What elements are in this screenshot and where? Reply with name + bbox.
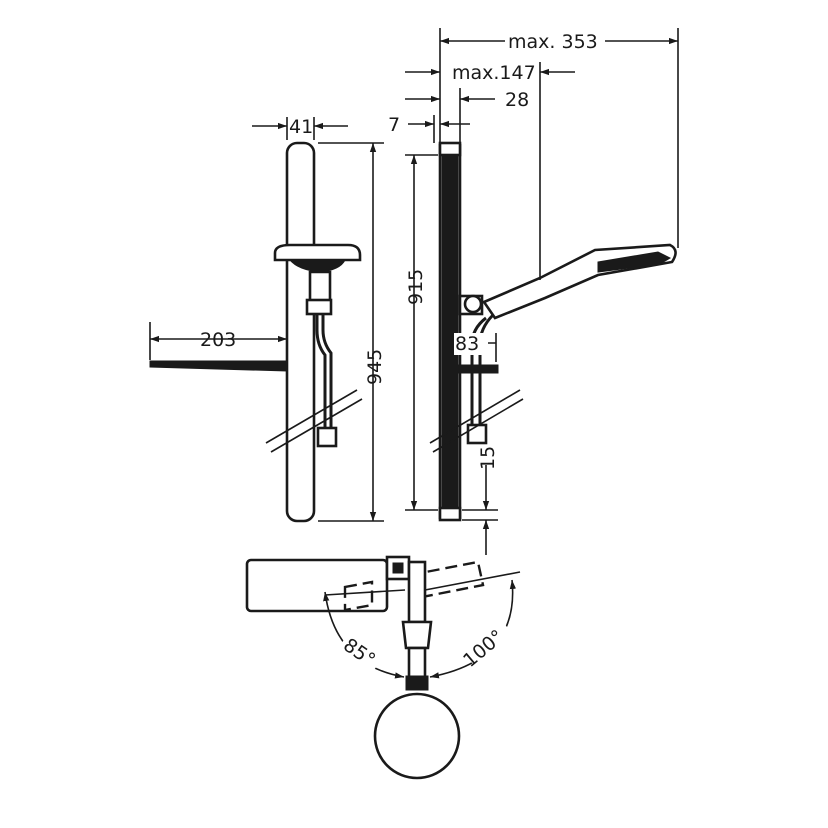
side-shelf xyxy=(445,364,499,374)
top-arm xyxy=(407,560,427,624)
dim-7: 7 xyxy=(388,114,400,136)
dim-28: 28 xyxy=(505,89,529,111)
front-shelf xyxy=(149,360,288,372)
dim-203: 203 xyxy=(200,329,236,351)
top-view: 85° 100° xyxy=(245,555,521,780)
top-head xyxy=(373,692,461,780)
front-hose xyxy=(315,314,327,428)
dim-915: 915 xyxy=(405,269,427,305)
side-view: max. 353 max.147 28 7 915 83 15 xyxy=(388,28,679,555)
dim-15: 15 xyxy=(477,446,499,470)
dim-41: 41 xyxy=(289,116,313,138)
front-view: 41 203 945 xyxy=(149,116,386,523)
dim-945: 945 xyxy=(364,349,386,385)
front-showerhead xyxy=(273,243,362,262)
dim-max-147: max.147 xyxy=(452,62,536,84)
top-shelf xyxy=(245,558,389,613)
dim-max-353: max. 353 xyxy=(508,31,598,53)
dim-83: 83 xyxy=(455,333,479,355)
front-rail xyxy=(285,141,316,523)
top-shelf-swivel xyxy=(343,580,374,612)
